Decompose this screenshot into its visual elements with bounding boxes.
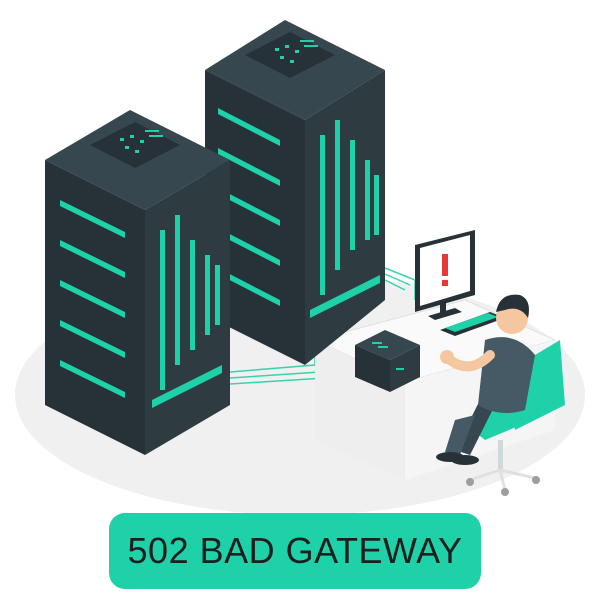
error-banner: 502 BAD GATEWAY — [109, 513, 481, 589]
server-tower-left — [45, 110, 230, 455]
exclamation-alert-icon — [442, 254, 448, 286]
router-box — [355, 330, 420, 392]
error-message: 502 BAD GATEWAY — [127, 530, 463, 571]
person-icon — [436, 294, 535, 465]
keyboard — [440, 312, 505, 336]
server-tower-right — [205, 20, 385, 365]
